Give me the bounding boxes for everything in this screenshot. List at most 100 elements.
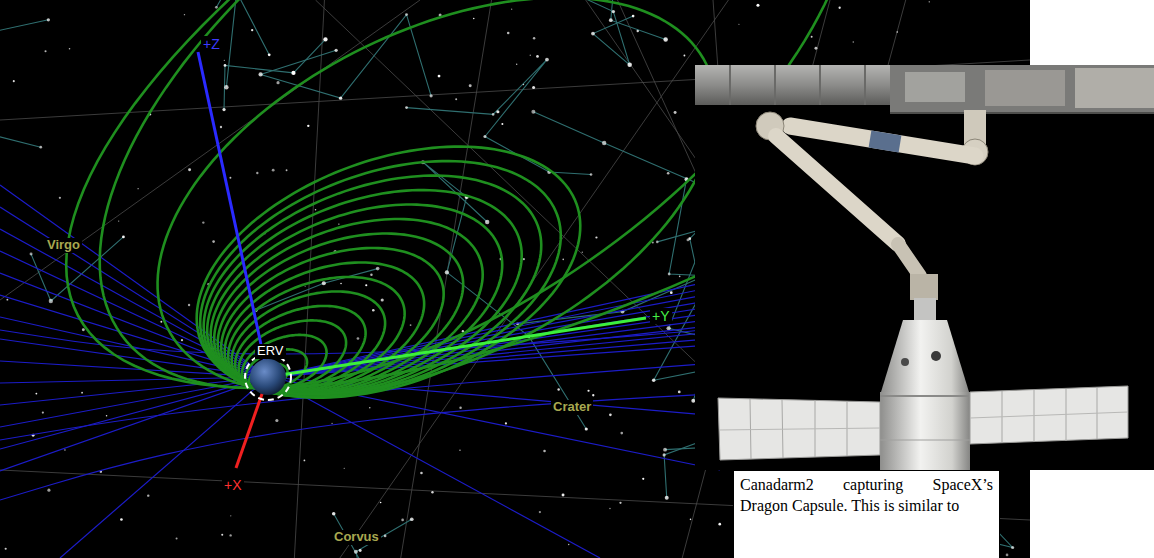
star bbox=[372, 309, 375, 312]
star bbox=[562, 259, 564, 261]
axis-label-holder: +Y bbox=[650, 308, 672, 324]
star bbox=[384, 535, 387, 538]
star bbox=[530, 54, 531, 55]
star bbox=[592, 394, 594, 396]
star bbox=[663, 448, 667, 452]
axis-label: +Z bbox=[201, 36, 222, 52]
star bbox=[429, 94, 432, 97]
caption-box: Canadarm2 capturing SpaceX’s Dragon Caps… bbox=[733, 470, 1000, 558]
star bbox=[176, 537, 178, 539]
star bbox=[315, 209, 317, 211]
star bbox=[215, 6, 218, 9]
star bbox=[459, 450, 460, 451]
star bbox=[137, 188, 138, 189]
star bbox=[286, 169, 288, 171]
star bbox=[691, 399, 695, 403]
star bbox=[595, 236, 597, 238]
grid-line bbox=[268, 377, 600, 558]
star bbox=[147, 494, 149, 496]
star bbox=[35, 393, 37, 395]
star bbox=[307, 125, 309, 127]
star bbox=[81, 392, 83, 394]
star bbox=[602, 141, 606, 145]
orbit-path bbox=[158, 0, 716, 394]
dragon-capsule bbox=[880, 298, 970, 470]
star bbox=[663, 37, 667, 41]
star-field bbox=[0, 0, 1030, 558]
star bbox=[410, 517, 414, 521]
star bbox=[679, 276, 681, 278]
star bbox=[483, 135, 486, 138]
star bbox=[663, 453, 666, 456]
constellation-line bbox=[423, 162, 586, 429]
constellation-line bbox=[0, 0, 48, 98]
star bbox=[338, 223, 339, 224]
star bbox=[642, 478, 644, 480]
star bbox=[49, 299, 53, 303]
star bbox=[305, 286, 306, 287]
star bbox=[335, 49, 338, 52]
star bbox=[39, 146, 42, 149]
star bbox=[501, 123, 503, 125]
star bbox=[496, 110, 499, 113]
star bbox=[184, 14, 185, 15]
star bbox=[82, 328, 85, 331]
star bbox=[30, 253, 33, 256]
star bbox=[47, 489, 50, 492]
constellation-name-holder: Corvus bbox=[332, 530, 381, 545]
constellation-line bbox=[31, 237, 123, 301]
star bbox=[511, 8, 512, 9]
star bbox=[609, 18, 613, 22]
star bbox=[492, 113, 495, 116]
star bbox=[304, 460, 306, 462]
grid-line bbox=[60, 377, 268, 558]
star bbox=[667, 172, 670, 175]
star bbox=[44, 50, 46, 52]
star bbox=[507, 32, 510, 35]
star bbox=[268, 53, 271, 56]
constellation-line bbox=[0, 124, 41, 185]
star bbox=[612, 10, 615, 13]
star bbox=[64, 449, 66, 451]
constellation-name: Virgo bbox=[45, 238, 82, 253]
star bbox=[122, 236, 125, 239]
star bbox=[229, 177, 231, 179]
orbit-path bbox=[197, 147, 581, 398]
constellation-line bbox=[611, 0, 666, 40]
star bbox=[929, 1, 930, 2]
constellation-name: Corvus bbox=[332, 530, 381, 545]
photo-sky bbox=[695, 65, 1154, 470]
star bbox=[332, 512, 336, 516]
axis-label-holder: +X bbox=[222, 477, 244, 493]
star bbox=[322, 281, 326, 285]
star bbox=[718, 523, 721, 526]
star bbox=[473, 18, 474, 19]
star bbox=[376, 267, 380, 271]
figure-caption: Canadarm2 capturing SpaceX’s Dragon Caps… bbox=[734, 471, 999, 521]
star bbox=[276, 81, 279, 84]
star bbox=[557, 388, 559, 390]
star bbox=[668, 273, 671, 276]
star bbox=[59, 197, 61, 199]
grid-line bbox=[0, 377, 268, 471]
star bbox=[69, 48, 71, 50]
star bbox=[568, 544, 569, 545]
star bbox=[505, 422, 507, 424]
constellation-figures bbox=[0, 0, 1030, 558]
grid-line bbox=[0, 377, 268, 427]
star bbox=[627, 63, 631, 67]
star bbox=[370, 274, 372, 276]
star bbox=[275, 419, 278, 422]
star bbox=[410, 324, 412, 326]
star bbox=[632, 15, 635, 18]
star bbox=[533, 37, 535, 39]
star bbox=[120, 518, 123, 521]
constellation-line bbox=[224, 39, 325, 109]
star bbox=[469, 84, 472, 87]
star bbox=[354, 550, 358, 554]
object-label: ERV bbox=[255, 344, 286, 359]
axis-label: +X bbox=[222, 477, 244, 493]
star bbox=[202, 221, 204, 223]
constellation-line bbox=[256, 269, 378, 311]
station-structure bbox=[695, 65, 1154, 113]
